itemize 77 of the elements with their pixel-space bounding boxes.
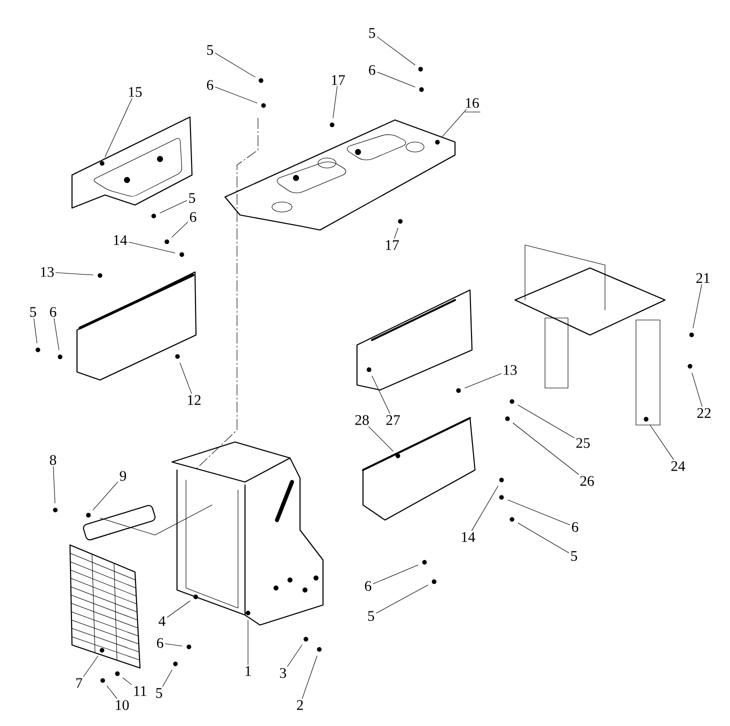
callout-number: 6 <box>206 80 214 90</box>
leader-line <box>53 466 56 504</box>
callout-number: 17 <box>332 75 345 85</box>
callout-number: 5 <box>571 551 578 561</box>
leader-line <box>162 670 172 687</box>
leader-line <box>122 678 132 685</box>
callout-number: 5 <box>189 193 196 203</box>
callout-number: 5 <box>156 688 162 698</box>
leader-line <box>372 376 390 414</box>
leader-line <box>54 318 60 350</box>
callout-number: 8 <box>50 455 56 465</box>
leader-line <box>692 372 702 407</box>
leader-line <box>34 318 38 344</box>
callout-number: 22 <box>697 408 711 418</box>
leader-line <box>376 584 428 614</box>
callout-number: 28 <box>355 415 369 425</box>
leader-line <box>368 426 394 452</box>
callout-number: 5 <box>368 611 374 621</box>
callout-number: 14 <box>462 532 476 542</box>
leader-line <box>287 644 302 667</box>
leader-line <box>518 522 569 554</box>
leader-line <box>464 373 502 388</box>
callout-number: 15 <box>128 87 142 97</box>
leader-line <box>650 424 674 460</box>
callout-number: 11 <box>134 686 146 696</box>
leader-line <box>377 36 416 66</box>
leader-line <box>518 404 574 438</box>
leader-line <box>373 564 418 584</box>
leader-line <box>377 72 416 88</box>
leader-line <box>128 242 176 254</box>
leader-line <box>394 228 398 239</box>
callout-number: 5 <box>369 28 376 38</box>
callout-number: 6 <box>156 638 164 648</box>
callout-number: 14 <box>114 235 128 245</box>
callout-number: 6 <box>368 65 376 75</box>
leader-line <box>92 482 118 510</box>
callout-number: 2 <box>297 700 303 710</box>
callout-number: 7 <box>76 678 82 688</box>
callout-number: 6 <box>190 212 196 222</box>
callout-number: 6 <box>364 581 372 591</box>
leader-line <box>160 200 187 214</box>
callout-number: 12 <box>188 395 201 405</box>
leader-line <box>83 656 98 677</box>
leader-line <box>215 86 258 104</box>
leader-line <box>442 109 467 138</box>
callout-number: 10 <box>116 700 129 710</box>
callout-number: 6 <box>50 307 56 317</box>
leader-line <box>332 86 338 118</box>
callout-number: 13 <box>504 365 517 375</box>
callout-number: 9 <box>120 471 126 481</box>
leader-line <box>508 500 570 526</box>
leader-line <box>167 600 190 618</box>
leader-line <box>56 272 94 276</box>
leader-line <box>172 222 188 238</box>
callout-number: 25 <box>576 438 590 448</box>
callout-number: 26 <box>580 476 594 486</box>
callout-number: 17 <box>386 240 399 250</box>
callout-number: 24 <box>671 461 686 471</box>
leader-line <box>104 98 132 158</box>
callout-number: 3 <box>280 668 286 678</box>
leader-line <box>215 52 256 78</box>
callout-number: 4 <box>158 616 166 626</box>
callout-number: 1 <box>246 666 251 676</box>
leader-line <box>512 422 579 475</box>
callout-number: 6 <box>572 522 578 532</box>
callout-number: 27 <box>386 415 400 425</box>
leader-line <box>180 362 192 394</box>
leader-line <box>692 284 702 328</box>
callout-number: 13 <box>40 267 54 277</box>
callout-number: 21 <box>696 273 710 283</box>
leader-line <box>106 686 118 699</box>
leader-line <box>165 643 182 646</box>
leader-line <box>302 656 318 699</box>
leader-line <box>472 486 498 531</box>
callout-number: 5 <box>30 307 36 317</box>
callout-number: 16 <box>466 98 479 108</box>
callout-number: 5 <box>207 45 214 55</box>
